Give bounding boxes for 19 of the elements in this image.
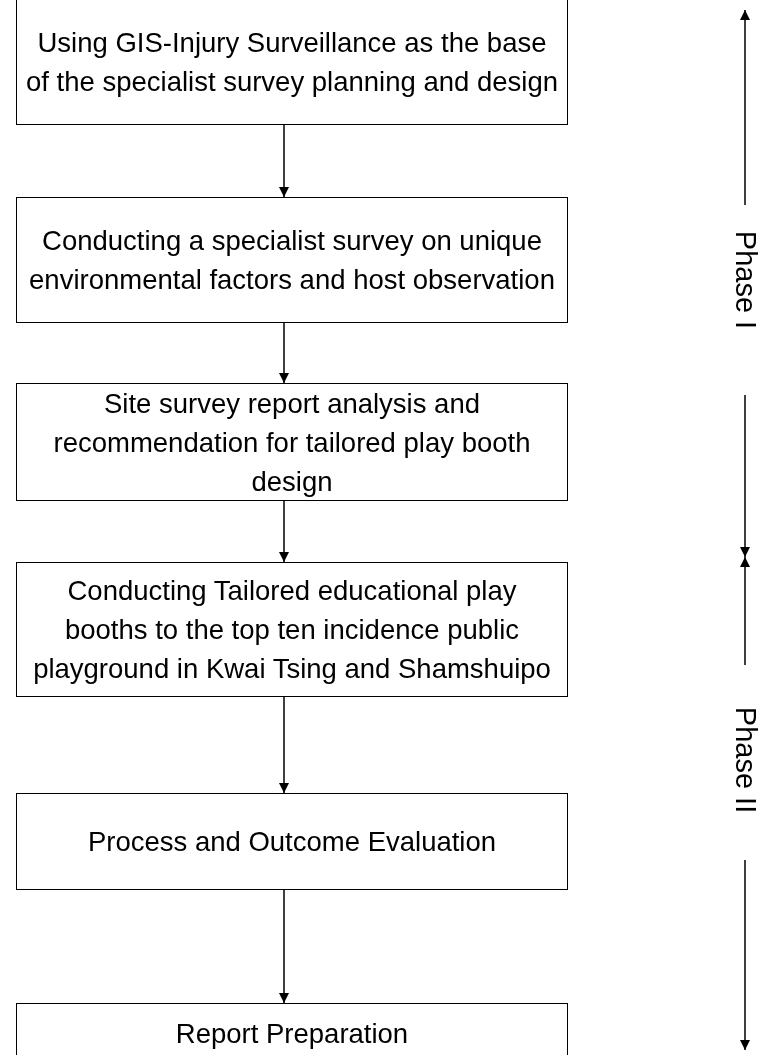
step-text: Conducting a specialist survey on unique environmental factors and host observation bbox=[28, 224, 556, 297]
process-box bbox=[16, 793, 568, 890]
arrow bbox=[279, 500, 289, 563]
process-box bbox=[16, 1003, 568, 1055]
arrow bbox=[279, 696, 289, 794]
step-text: Report Preparation bbox=[174, 1016, 410, 1051]
process-box bbox=[16, 383, 568, 501]
process-box bbox=[16, 0, 568, 125]
arrow bbox=[279, 124, 289, 198]
phase-label: Phase I bbox=[728, 230, 762, 330]
process-box bbox=[16, 562, 568, 697]
arrow bbox=[279, 889, 289, 1004]
arrow bbox=[279, 322, 289, 384]
process-box bbox=[16, 197, 568, 323]
step-text: Using GIS-Injury Surveillance as the base of the specialist survey planning and design bbox=[25, 25, 559, 99]
phase-label: Phase II bbox=[728, 706, 762, 814]
step-text: Conducting Tailored educational play booths to the top ten incidence public playground in Kwai Tsing and Shamshuipo bbox=[32, 574, 552, 686]
step-text: Site survey report analysis and recommendation for tailored play booth design bbox=[52, 386, 532, 499]
step-text: Process and Outcome Evaluation bbox=[86, 825, 498, 859]
